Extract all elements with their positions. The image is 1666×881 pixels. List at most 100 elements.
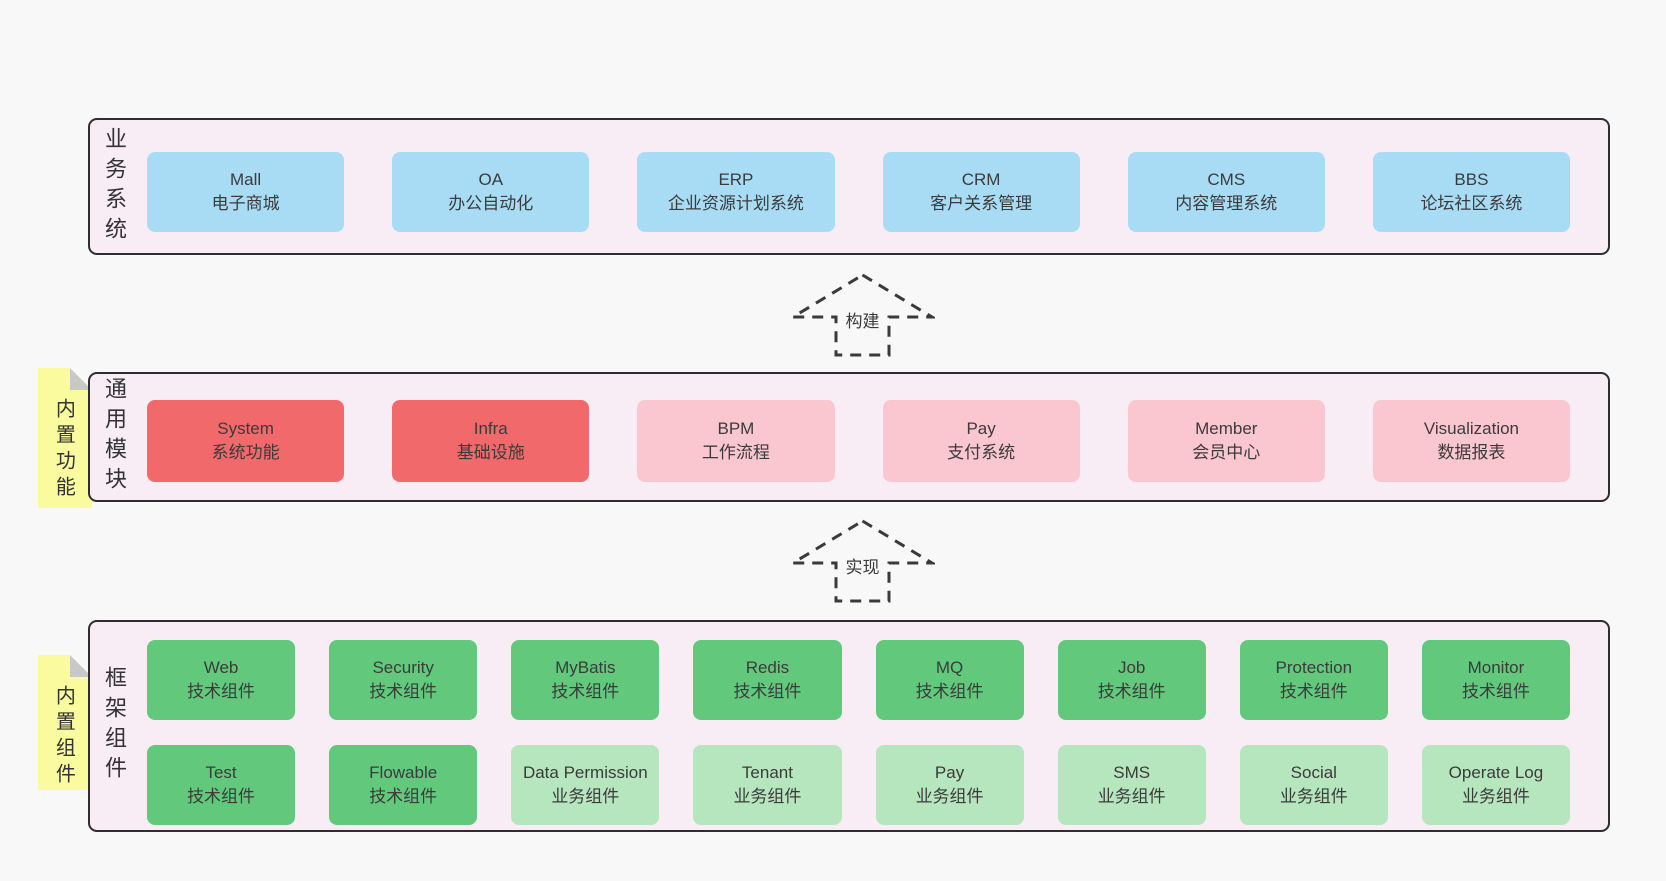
module-box-web: Web 技术组件 (147, 640, 296, 720)
module-subtitle: 技术组件 (187, 787, 256, 806)
module-box-test: Test 技术组件 (147, 745, 296, 825)
module-title: Tenant (741, 762, 793, 782)
module-box-mq: MQ 技术组件 (875, 640, 1024, 720)
module-subtitle: 技术组件 (1461, 682, 1530, 701)
module-box-cms: CMS 内容管理系统 (1127, 152, 1325, 232)
module-box-erp: ERP 企业资源计划系统 (637, 152, 835, 232)
module-subtitle: 技术组件 (915, 682, 984, 701)
module-subtitle: 工作流程 (701, 443, 770, 462)
module-subtitle: 客户关系管理 (930, 194, 1033, 213)
module-title: Operate Log (1448, 762, 1544, 782)
sticky-note-label: 内置功能 (52, 398, 75, 502)
module-title: CMS (1207, 169, 1246, 189)
module-box-system: System 系统功能 (147, 400, 345, 482)
module-subtitle: 技术组件 (1279, 682, 1348, 701)
module-title: Protection (1275, 657, 1353, 677)
arrow-label: 实现 (842, 552, 883, 579)
module-box-row: System 系统功能 Infra 基础设施 BPM 工作流程 Pay 支付系统 Member 会… (147, 400, 1571, 482)
sticky-note-label: 内置组件 (52, 685, 75, 789)
tier-side-label: 业务系统 (102, 126, 127, 247)
module-box-monitor: Monitor 技术组件 (1421, 640, 1570, 720)
tier-common-modules: 通用模块 System 系统功能 Infra 基础设施 BPM 工作流程 Pay 支付系统 Me… (88, 372, 1610, 502)
module-title: Social (1290, 762, 1337, 782)
module-subtitle: 技术组件 (733, 682, 802, 701)
module-box-tenant: Tenant 业务组件 (693, 745, 842, 825)
module-title: Redis (745, 657, 790, 677)
module-subtitle: 支付系统 (947, 443, 1016, 462)
module-subtitle: 内容管理系统 (1175, 194, 1278, 213)
module-title: ERP (718, 169, 754, 189)
module-subtitle: 业务组件 (733, 787, 802, 806)
module-box-visualization: Visualization 数据报表 (1372, 400, 1571, 482)
arrow-label: 构建 (842, 306, 883, 333)
module-box-flowable: Flowable 技术组件 (329, 745, 478, 825)
module-title: BBS (1454, 169, 1489, 189)
module-title: System (217, 418, 274, 438)
module-subtitle: 业务组件 (551, 787, 620, 806)
module-title: Member (1195, 418, 1258, 438)
module-title: Pay (966, 418, 996, 438)
module-title: Infra (473, 418, 508, 438)
module-title: OA (478, 169, 504, 189)
module-box-protection: Protection 技术组件 (1239, 640, 1388, 720)
module-box-infra: Infra 基础设施 (392, 400, 590, 482)
module-subtitle: 业务组件 (915, 787, 984, 806)
sticky-note-builtin-features: 内置功能 (38, 368, 92, 508)
module-box-pay: Pay 支付系统 (882, 400, 1080, 482)
module-title: Job (1117, 657, 1146, 677)
module-subtitle: 数据报表 (1437, 443, 1506, 462)
module-box-operate-log: Operate Log 业务组件 (1421, 745, 1570, 825)
module-title: Visualization (1423, 418, 1520, 438)
module-subtitle: 业务组件 (1279, 787, 1348, 806)
module-box-row: Mall 电子商城 OA 办公自动化 ERP 企业资源计划系统 CRM 客户关系管理 CMS 内容… (147, 152, 1571, 232)
module-box-oa: OA 办公自动化 (392, 152, 590, 232)
module-subtitle: 企业资源计划系统 (667, 194, 804, 213)
module-title: MyBatis (555, 657, 616, 677)
dashed-up-arrow-icon (790, 519, 935, 603)
sticky-note-builtin-components: 内置组件 (38, 655, 92, 790)
tier-side-label: 框架组件 (102, 666, 127, 786)
module-subtitle: 业务组件 (1461, 787, 1530, 806)
module-title: Monitor (1467, 657, 1525, 677)
module-subtitle: 技术组件 (187, 682, 256, 701)
module-title: MQ (935, 657, 964, 677)
module-subtitle: 系统功能 (211, 443, 280, 462)
module-title: SMS (1113, 762, 1151, 782)
module-title: Mall (230, 169, 262, 189)
module-box-security: Security 技术组件 (329, 640, 478, 720)
tier-side-label: 通用模块 (102, 377, 127, 497)
module-title: Pay (934, 762, 965, 782)
implement-arrow: 实现 (790, 518, 935, 604)
module-title: Security (372, 657, 434, 677)
module-subtitle: 电子商城 (211, 194, 280, 213)
module-subtitle: 技术组件 (551, 682, 620, 701)
module-box-bbs: BBS 论坛社区系统 (1372, 152, 1571, 232)
module-box-mybatis: MyBatis 技术组件 (511, 640, 660, 720)
module-box-redis: Redis 技术组件 (693, 640, 842, 720)
module-title: Test (205, 762, 237, 782)
module-title: CRM (961, 169, 1001, 189)
module-subtitle: 办公自动化 (448, 194, 534, 213)
module-box-social: Social 业务组件 (1239, 745, 1388, 825)
module-subtitle: 技术组件 (369, 787, 438, 806)
module-subtitle: 业务组件 (1097, 787, 1166, 806)
module-subtitle: 论坛社区系统 (1420, 194, 1523, 213)
build-arrow: 构建 (790, 272, 935, 358)
module-title: Web (203, 657, 239, 677)
module-subtitle: 技术组件 (369, 682, 438, 701)
dashed-up-arrow-icon (790, 273, 935, 357)
module-title: BPM (717, 418, 755, 438)
module-subtitle: 会员中心 (1192, 443, 1261, 462)
tier-business-systems: 业务系统 Mall 电子商城 OA 办公自动化 ERP 企业资源计划系统 CRM 客户关系管理… (88, 118, 1610, 255)
module-title: Flowable (369, 762, 438, 782)
module-box-bpm: BPM 工作流程 (637, 400, 835, 482)
module-box-sms: SMS 业务组件 (1057, 745, 1206, 825)
module-subtitle: 基础设施 (456, 443, 525, 462)
module-box-pay: Pay 业务组件 (875, 745, 1024, 825)
